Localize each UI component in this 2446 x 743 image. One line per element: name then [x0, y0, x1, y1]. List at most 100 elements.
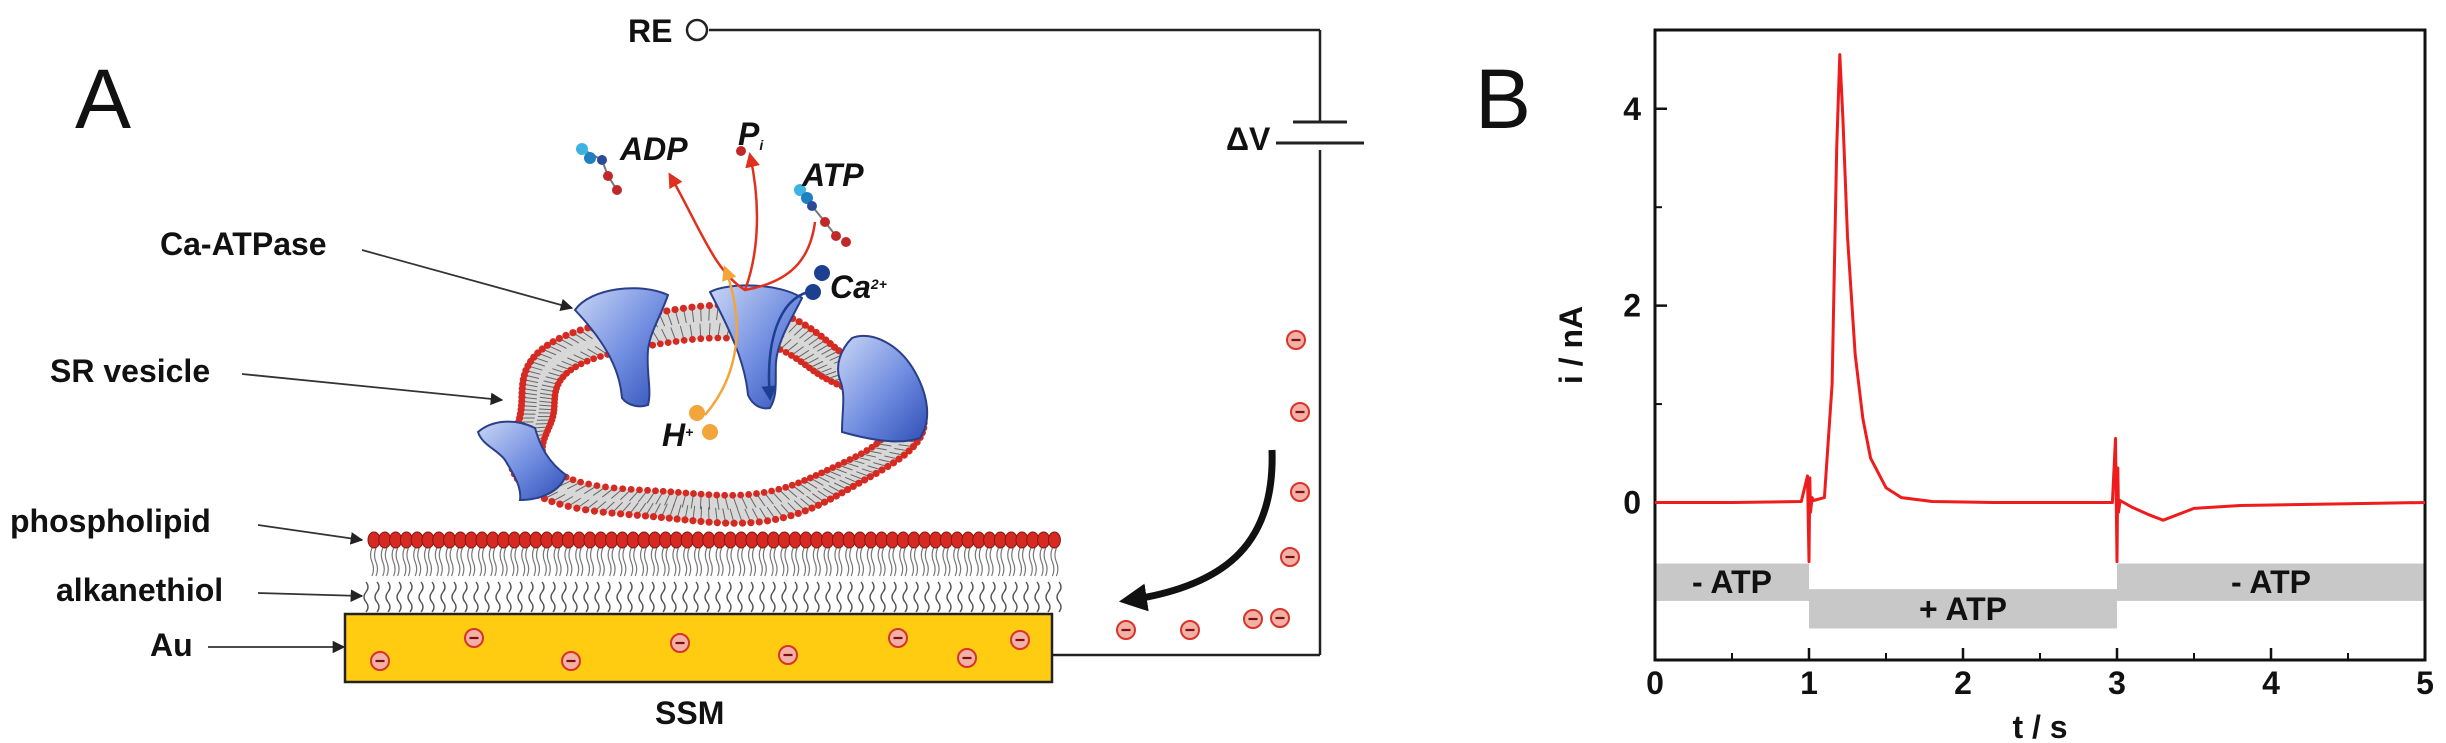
alkanethiol-molecule	[517, 581, 523, 613]
vesicle-lipid-head	[682, 489, 690, 497]
atp-band-label: - ATP	[2231, 564, 2311, 600]
proton-icon	[689, 405, 705, 421]
phospholipid-tails	[369, 547, 1059, 577]
vesicle-lipid-head	[835, 461, 842, 469]
x-tick-label: 4	[2262, 665, 2280, 701]
alkanethiol-molecule	[550, 581, 556, 613]
lipid-tail	[845, 547, 850, 577]
gold-electrode	[343, 612, 1054, 684]
vesicle-lipid-head	[828, 378, 835, 385]
lipid-head	[918, 531, 932, 549]
alkanethiol-molecule	[418, 581, 424, 613]
alkanethiol-molecule	[792, 581, 798, 613]
lipid-tail	[531, 547, 537, 577]
alkanethiol-molecule	[781, 581, 787, 613]
lipid-tail	[834, 547, 839, 577]
vesicle-lipid-head	[569, 329, 577, 337]
lipid-tail	[1032, 547, 1037, 577]
lipid-tail	[488, 547, 493, 577]
vesicle-lipid-head	[697, 335, 705, 343]
vesicle-lipid-head	[844, 486, 852, 494]
vesicle-lipid-head	[721, 491, 729, 499]
lipid-tail	[481, 547, 487, 577]
lipid-tail	[974, 547, 979, 577]
lipid-head	[864, 531, 878, 549]
alkanethiol-molecule	[374, 581, 380, 613]
lipid-head	[680, 531, 694, 549]
lipid-head	[939, 531, 953, 549]
vesicle-lipid-head	[795, 479, 802, 487]
lipid-tail	[708, 547, 713, 577]
lipid-tail	[762, 547, 767, 577]
alkanethiol-molecule	[770, 581, 776, 613]
alkanethiol-molecule	[737, 581, 743, 613]
lipid-tail	[1039, 547, 1044, 577]
alkanethiol-molecule	[451, 581, 457, 613]
ssm-label: SSM	[655, 695, 724, 731]
vesicle-lipid-head	[895, 455, 903, 463]
battery-symbol	[1276, 120, 1364, 145]
lipid-tail	[693, 547, 699, 577]
alkanethiol-molecule	[814, 581, 820, 613]
lipid-tail	[521, 547, 526, 577]
lipid-head	[896, 531, 910, 549]
pi-subscript: i	[759, 137, 764, 153]
lipid-tail	[373, 547, 379, 577]
lipid-head	[1026, 531, 1040, 549]
alkanethiol-molecule	[979, 581, 985, 613]
vesicle-lipid-head	[884, 462, 892, 471]
vesicle-lipid-head	[572, 363, 580, 371]
x-tick-label: 0	[1646, 665, 1664, 701]
lipid-tail	[622, 547, 627, 577]
lipid-tail	[1021, 547, 1027, 577]
x-tick-label: 3	[2108, 665, 2126, 701]
lipid-tail	[525, 547, 530, 577]
lipid-tail	[1000, 547, 1005, 577]
vesicle-lipid-head	[697, 517, 705, 526]
lipid-tail	[406, 547, 411, 577]
lipid-tail	[920, 547, 925, 577]
lipid-head	[885, 531, 899, 549]
vesicle-lipid-head	[627, 485, 635, 493]
vesicle-lipid-head	[823, 466, 831, 474]
lipid-tail	[827, 547, 832, 577]
alkanethiol-molecule	[748, 581, 754, 613]
lipid-tail	[575, 547, 580, 577]
vesicle-lipid-head	[705, 334, 713, 342]
alkanethiol-molecule	[682, 581, 688, 613]
vesicle-lipid-head	[538, 345, 546, 353]
lipid-tail	[924, 547, 929, 577]
lipid-tail	[751, 547, 757, 577]
lipid-head	[421, 531, 435, 549]
lipid-tail	[611, 547, 616, 577]
vesicle-lipid-head	[610, 484, 618, 492]
alkanethiol-molecule	[946, 581, 952, 613]
vesicle-lipid-head	[667, 488, 675, 496]
vesicle-lipid-head	[889, 459, 898, 467]
alkanethiol-molecule	[638, 581, 644, 613]
lipid-tail	[568, 547, 573, 577]
lipid-tail	[780, 547, 785, 577]
lipid-tail	[892, 547, 897, 577]
lipid-head	[691, 531, 705, 549]
lipid-head	[767, 531, 781, 549]
current-trace	[1655, 53, 2426, 564]
ca-atpase-protein-4	[476, 420, 568, 502]
lipid-tail	[395, 547, 400, 577]
lipid-tail	[633, 547, 638, 577]
vesicle-lipid-head	[577, 478, 585, 486]
alkanethiol-molecule	[726, 581, 732, 613]
vesicle-lipid-head	[567, 366, 575, 374]
lipid-tail	[1017, 547, 1023, 577]
vesicle-lipid-head	[690, 490, 697, 497]
lipid-tail	[467, 547, 472, 577]
alkanethiol-molecule	[869, 581, 875, 613]
lipid-head	[929, 531, 943, 549]
vesicle-lipid-head	[714, 334, 722, 342]
x-tick-label: 1	[1800, 665, 1818, 701]
lipid-tail	[704, 547, 709, 577]
h-label: H+	[662, 417, 693, 453]
ca-superscript: 2+	[870, 276, 887, 292]
alkanethiol-molecule	[484, 581, 490, 613]
